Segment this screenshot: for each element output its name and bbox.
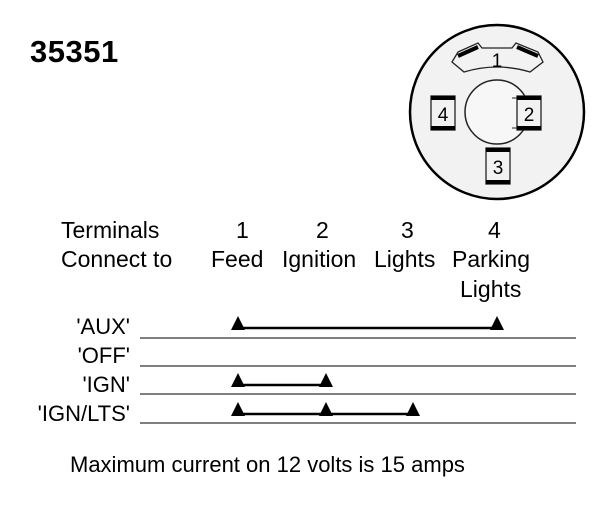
connection-ign [231, 373, 333, 387]
terminal-4-label: 4 [438, 105, 449, 126]
terminal-1-label: 1 [492, 51, 503, 72]
terminal-2-function: Ignition [282, 246, 357, 272]
connection-ign-lts [231, 402, 420, 416]
position-aux-label: 'AUX' [76, 314, 130, 339]
part-number: 35351 [30, 34, 119, 69]
terminal-1-number: 1 [236, 217, 249, 243]
terminal-1-function: Feed [211, 246, 264, 272]
terminal-3-function: Lights [374, 246, 436, 272]
terminal-3-number: 3 [401, 217, 414, 243]
connect-to-header: Connect to [61, 246, 173, 272]
position-ign-label: 'IGN' [82, 372, 130, 397]
terminal-4-function-line2: Lights [460, 276, 522, 302]
max-current-note: Maximum current on 12 volts is 15 amps [70, 452, 465, 477]
connection-aux [231, 316, 504, 330]
position-ign-lts-label: 'IGN/LTS' [37, 401, 130, 426]
terminal-4-number: 4 [488, 217, 501, 243]
terminals-header: Terminals [61, 217, 160, 243]
terminal-4-function: Parking [452, 246, 530, 272]
position-off-label: 'OFF' [77, 343, 130, 368]
position-lines [140, 337, 576, 424]
connector-face [408, 23, 586, 201]
terminal-2-label: 2 [524, 105, 535, 126]
terminal-2-number: 2 [316, 217, 329, 243]
terminal-3-label: 3 [493, 158, 504, 179]
